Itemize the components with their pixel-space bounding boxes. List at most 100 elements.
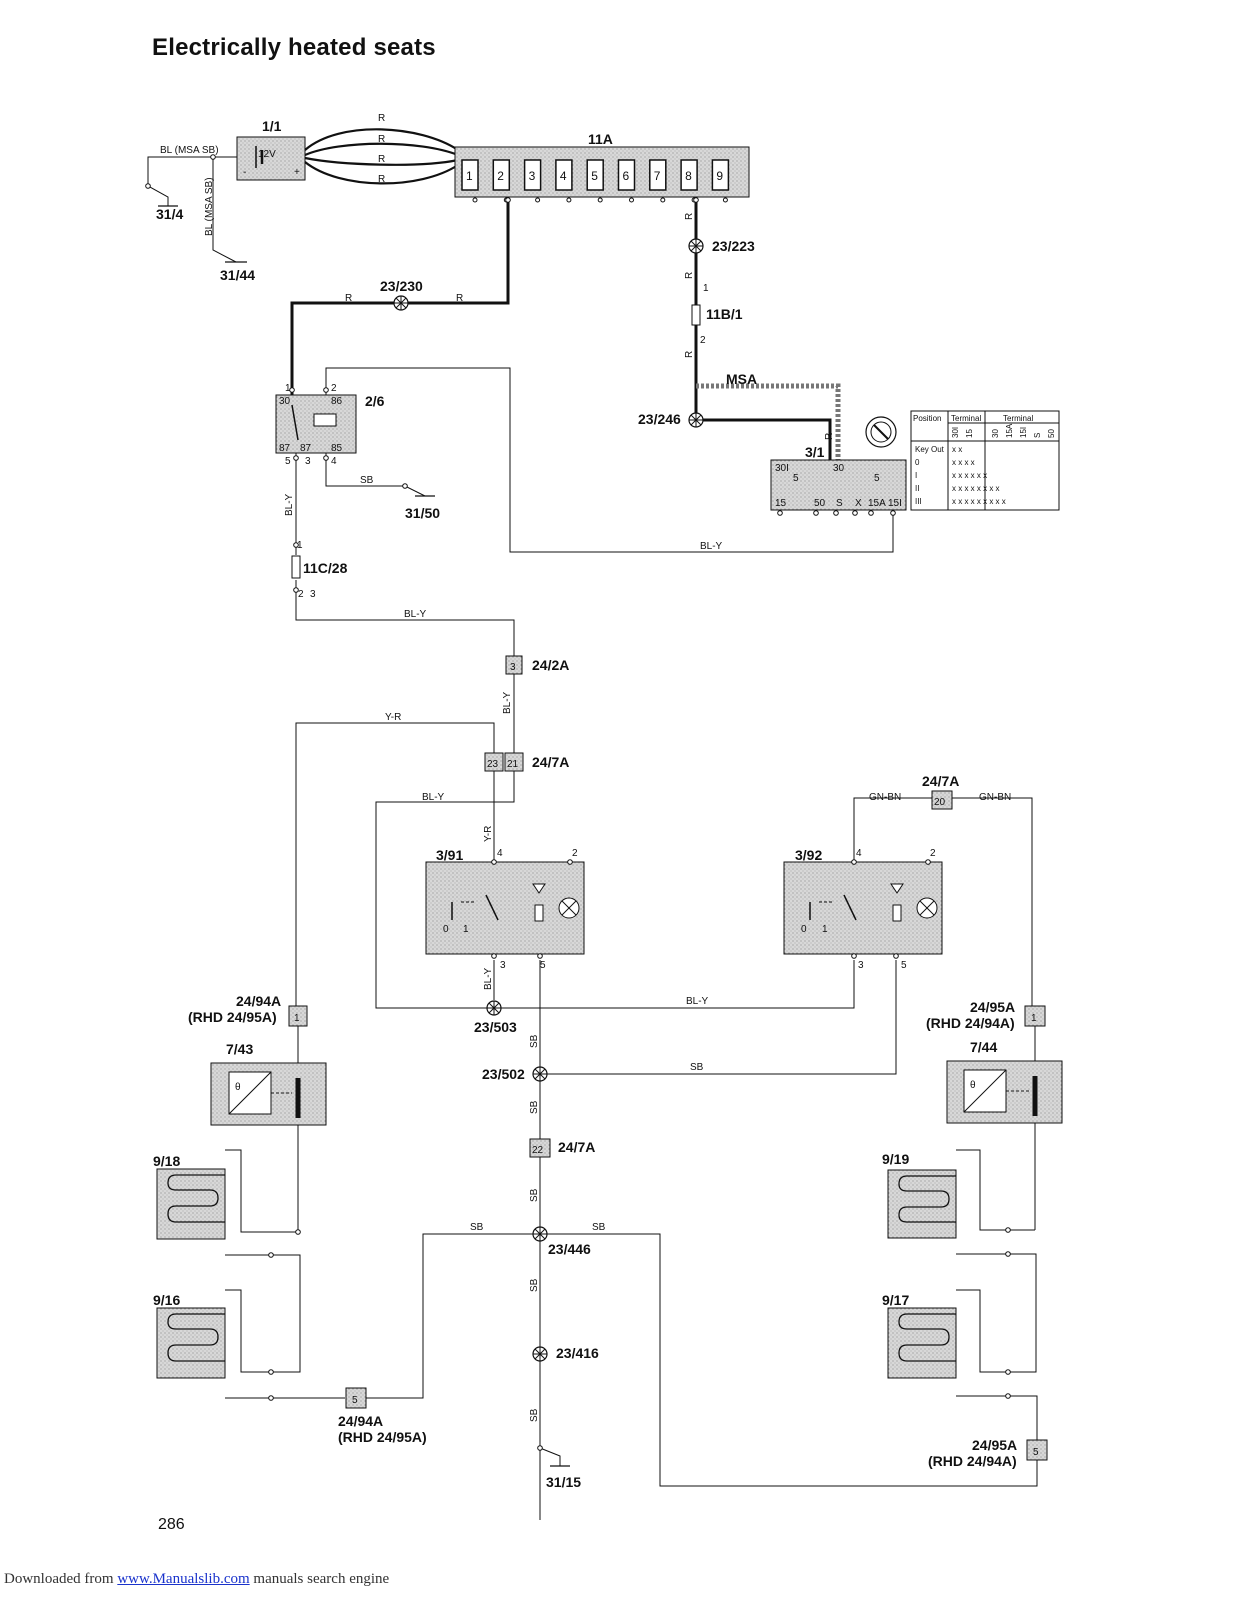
svg-text:5: 5	[540, 960, 546, 971]
fuse-slot	[617, 159, 636, 191]
fuse-slot	[492, 159, 511, 191]
svg-text:Position: Position	[913, 414, 941, 423]
wire-label-sb: SB	[529, 1408, 540, 1422]
wire-label-r: R	[684, 351, 695, 358]
terminal-col-header: 15A	[1005, 423, 1014, 438]
position-row-label: I	[915, 471, 917, 480]
fusebox-11a-id: 11A	[588, 131, 613, 147]
splice-23-416	[532, 1346, 548, 1362]
ignition-switch-3-1: 3/1 30I 30 5 5 15 50 S X 15A 15I	[770, 416, 907, 511]
terminal-dot	[293, 542, 299, 548]
fuse-slot	[523, 159, 542, 191]
fuse-slot	[680, 159, 698, 191]
splice-23-502	[532, 1066, 548, 1082]
fuse-slot	[586, 159, 604, 191]
heating-pad-9-19: 9/19	[882, 1151, 957, 1239]
wire-label-y-r: Y-R	[483, 826, 494, 842]
fuse-11b-1-id: 11B/1	[706, 306, 743, 322]
svg-text:9/17: 9/17	[882, 1292, 909, 1308]
terminal-dot	[1005, 1227, 1011, 1233]
terminal-dot	[1005, 1393, 1011, 1399]
wire-label-r: R	[684, 213, 695, 220]
svg-text:(RHD 24/94A): (RHD 24/94A)	[926, 1015, 1015, 1031]
seat-heat-switch-3-91: 3/91 4 2 3 5 0 1	[425, 847, 585, 971]
svg-text:S: S	[836, 498, 843, 509]
ground-31-15: 31/15	[546, 1474, 581, 1490]
terminal-dot	[893, 953, 899, 959]
svg-text:+: +	[294, 167, 300, 178]
svg-text:-: -	[243, 167, 246, 178]
wire-label-sb: SB	[690, 1062, 704, 1073]
svg-text:4: 4	[331, 456, 337, 467]
terminal-dot	[1005, 1369, 1011, 1375]
splice-23-246	[688, 412, 704, 428]
splice-23-223-label: 23/223	[712, 238, 755, 254]
svg-text:θ: θ	[970, 1080, 976, 1091]
terminal-dot	[505, 197, 511, 203]
svg-text:2: 2	[930, 848, 936, 859]
fuse-number: 6	[623, 169, 630, 183]
terminal-dot	[268, 1395, 274, 1401]
wire-label-bl-y: BL-Y	[686, 996, 709, 1007]
wire-label-r: R	[378, 154, 385, 165]
terminal-dot	[491, 953, 497, 959]
terminal-dot	[210, 154, 216, 160]
wire-label-gn-bn: GN-BN	[869, 792, 901, 803]
svg-text:3/91: 3/91	[436, 847, 463, 863]
svg-text:5: 5	[901, 960, 907, 971]
fuse-terminal	[472, 197, 478, 203]
terminal-dot	[852, 510, 858, 516]
fuse-terminal	[566, 197, 572, 203]
terminal-dot	[777, 510, 783, 516]
terminal-dot	[813, 510, 819, 516]
svg-text:9/19: 9/19	[882, 1151, 909, 1167]
svg-text:15I: 15I	[888, 498, 902, 509]
svg-text:0: 0	[801, 924, 807, 935]
wire-label-bl-y: BL-Y	[404, 609, 427, 620]
svg-text:9/16: 9/16	[153, 1292, 180, 1308]
ground-31-44: 31/44	[220, 267, 255, 283]
connector-24-95a-5: 5 24/95A (RHD 24/94A)	[928, 1437, 1048, 1469]
svg-text:3: 3	[305, 456, 311, 467]
svg-text:21: 21	[507, 759, 519, 770]
footer: Downloaded from www.Manualslib.com manua…	[4, 1571, 389, 1588]
terminal-dot	[289, 387, 295, 393]
svg-text:3: 3	[500, 960, 506, 971]
svg-text:9/18: 9/18	[153, 1153, 180, 1169]
manualslib-link[interactable]: www.Manualslib.com	[117, 1571, 250, 1587]
splice-23-223	[688, 238, 704, 254]
svg-text:22: 22	[532, 1145, 544, 1156]
svg-text:3: 3	[310, 589, 316, 600]
position-row-label: II	[915, 484, 919, 493]
svg-text:50: 50	[814, 498, 826, 509]
fuse-slot	[711, 159, 730, 191]
heating-pad-9-17: 9/17	[882, 1292, 957, 1379]
svg-text:24/95A: 24/95A	[970, 999, 1015, 1015]
wire-label-sb: SB	[529, 1188, 540, 1202]
wire-label-bl-y: BL-Y	[284, 493, 295, 516]
connector-24-2a: 3 24/2A	[505, 655, 569, 675]
svg-text:3: 3	[510, 662, 516, 673]
fuse-slot	[461, 159, 479, 191]
splice-23-503	[486, 1000, 502, 1016]
svg-text:24/2A: 24/2A	[532, 657, 569, 673]
fuse-slot	[555, 159, 573, 191]
terminal-dot	[323, 455, 329, 461]
position-row-marks: x x x x	[952, 458, 975, 467]
splice-23-416-label: 23/416	[556, 1345, 599, 1361]
wire-label-r: R	[378, 113, 385, 124]
svg-text:30I: 30I	[775, 463, 789, 474]
splice-23-446-label: 23/446	[548, 1241, 591, 1257]
connector-24-95a-1: 1 24/95A (RHD 24/94A)	[926, 999, 1046, 1031]
svg-text:5: 5	[1033, 1447, 1039, 1458]
terminal-dot	[868, 510, 874, 516]
svg-text:1: 1	[703, 283, 709, 294]
terminal-dot	[295, 1229, 301, 1235]
svg-text:7/44: 7/44	[970, 1039, 997, 1055]
fuse-11b-1: 1 2 11B/1	[691, 283, 743, 346]
fuse-number: 1	[466, 169, 473, 183]
terminal-dot	[851, 953, 857, 959]
svg-text:24/95A: 24/95A	[972, 1437, 1017, 1453]
wire-label-bl-y: BL-Y	[483, 967, 494, 990]
wire-label-sb: SB	[592, 1222, 606, 1233]
